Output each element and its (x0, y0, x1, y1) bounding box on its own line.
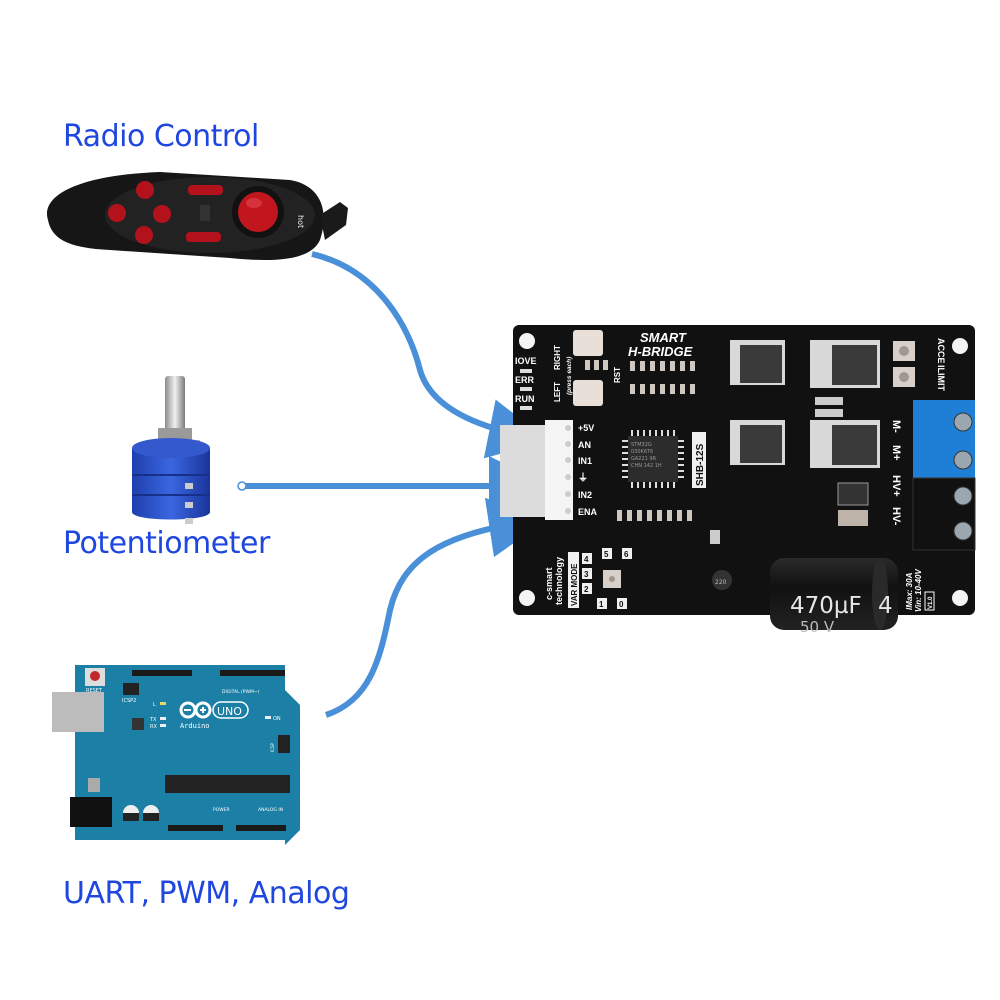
arduino-label: UART, PWM, Analog (63, 876, 350, 911)
mosfet-icon (730, 340, 785, 385)
digital-label: DIGITAL (PWM~) (222, 689, 260, 695)
mosfet-icon (810, 340, 880, 388)
terminal-label-m-plus: M+ (890, 445, 902, 461)
rst-label: RST (613, 367, 622, 383)
ilimit-label: ILIMIT (936, 365, 946, 391)
radio-to-board-arrow (311, 251, 549, 459)
brand-line2: technology (554, 557, 564, 605)
brand-line1: c-smart (544, 567, 554, 600)
pin-label-in2: IN2 (578, 490, 592, 500)
inductor-icon (712, 570, 732, 590)
radio-remote-image: hot (46, 172, 348, 261)
capacitor-value: 470µF (790, 593, 862, 619)
capacitor-partial: 4 (878, 593, 893, 619)
remote-button-icon (136, 181, 154, 199)
capacitor-voltage: 50 V (800, 618, 835, 636)
right-button[interactable] (573, 330, 603, 356)
terminal-label-m-minus: M- (890, 420, 902, 433)
pin-label-5v: +5V (578, 423, 594, 433)
left-button-label: LEFT (553, 382, 562, 402)
potentiometer-label: Potentiometer (63, 526, 270, 561)
on-label: ON (273, 716, 281, 722)
potentiometer-image (132, 376, 210, 524)
tx-label: TX (149, 717, 157, 723)
l-led-label: L (153, 702, 156, 708)
icsp-label: ICSP (270, 742, 275, 752)
acce-label: ACCE (936, 338, 946, 364)
board-title-line1: SMART (640, 330, 687, 345)
mount-hole-icon (519, 590, 535, 606)
motor-terminal-block[interactable] (913, 400, 975, 480)
mode-number: 0 (619, 600, 624, 609)
radio-control-label: Radio Control (63, 119, 259, 154)
mcu-line: GA221 9R (631, 456, 657, 462)
icsp2-label: ICSP2 (122, 698, 136, 704)
mcu-chip: STM32G 030K6T6 GA221 9R CHN 142 1H (622, 430, 684, 488)
power-terminal-block[interactable] (912, 477, 976, 551)
mount-hole-icon (952, 590, 968, 606)
spec-imax: IMax: 30A (905, 572, 914, 610)
led-label-iove: IOVE (515, 356, 537, 366)
right-button-label: RIGHT (553, 345, 562, 370)
var-mode-label: VAR MODE (570, 563, 579, 606)
uno-logo-text: UNO (217, 705, 242, 718)
board-model: SHB-12S (695, 443, 706, 486)
mosfet-icon (810, 420, 880, 468)
mode-number: 2 (584, 585, 589, 594)
board-title-line2: H-BRIDGE (628, 344, 693, 359)
led-label-run: RUN (515, 394, 535, 404)
reset-button-icon (90, 671, 100, 681)
remote-button-icon (108, 204, 126, 222)
mount-hole-icon (952, 338, 968, 354)
arduino-logo-icon (179, 701, 212, 719)
h-bridge-board: IOVE ERR RUN RIGHT LEFT (press each) RST… (500, 325, 976, 636)
pin-label-in1: IN1 (578, 456, 592, 466)
mcu-line: 030K6T6 (631, 449, 653, 455)
arduino-uno-image: RESET ICSP2 DIGITAL (PWM~) UNO Arduino L… (52, 665, 300, 845)
inductor-label: 220 (715, 579, 727, 586)
joystick-icon (238, 192, 278, 232)
pin-label-gnd: ⏚ (578, 472, 588, 484)
analog-label: ANALOG IN (258, 807, 283, 813)
header-connector[interactable] (500, 425, 550, 517)
terminal-label-hv-minus: HV- (890, 507, 902, 526)
mode-number: 1 (599, 600, 604, 609)
mode-number: 3 (584, 570, 589, 579)
pin-label-an: AN (578, 440, 591, 450)
spec-vin: Vin: 10-40V (914, 569, 923, 612)
mount-hole-icon (519, 333, 535, 349)
mode-number: 5 (604, 550, 609, 559)
rx-label: RX (150, 724, 157, 730)
mode-number: 6 (624, 550, 629, 559)
arduino-brand-text: Arduino (180, 722, 210, 730)
remote-brand: hot (296, 215, 305, 228)
remote-button-icon (188, 185, 223, 195)
terminal-label-hv-plus: HV+ (890, 475, 902, 497)
capacitor: 470µF 4 50 V (770, 558, 898, 636)
mcu-line: CHN 142 1H (631, 463, 662, 469)
mcu-line: STM32G (631, 442, 652, 448)
remote-button-icon (135, 226, 153, 244)
pin-label-ena: ENA (578, 507, 598, 517)
board-version: V1.0 (928, 596, 934, 609)
remote-button-icon (153, 205, 171, 223)
reset-label: RESET (86, 688, 103, 694)
mosfet-icon (730, 420, 785, 465)
remote-button-icon (186, 232, 221, 242)
power-label: POWER (213, 807, 230, 813)
arduino-to-board-arrow (324, 497, 549, 718)
left-button[interactable] (573, 380, 603, 406)
led-label-err: ERR (515, 375, 535, 385)
press-each-label: (press each) (566, 357, 573, 395)
mode-number: 4 (584, 555, 589, 564)
